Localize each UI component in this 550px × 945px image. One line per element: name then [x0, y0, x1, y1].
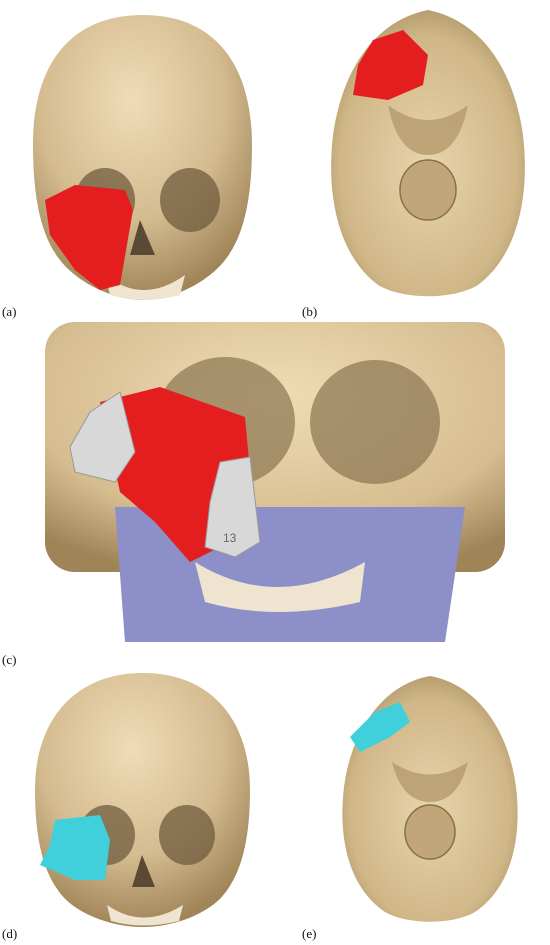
skull-closeup-c-figure: 13: [45, 322, 505, 642]
foramen-magnum-area: [399, 159, 457, 221]
skull-base-e-figure: [342, 676, 518, 922]
panel-label-a: (a): [2, 304, 17, 319]
panel-e-inferior-implant: [330, 672, 530, 927]
panel-c-closeup: 13: [45, 322, 505, 647]
panel-d-frontal-implant: [15, 665, 270, 930]
left-fixation-plate: [69, 391, 136, 483]
skull-base-b-figure: [331, 10, 525, 297]
panel-b-inferior-defect: [318, 5, 538, 300]
left-orbit-c: [310, 360, 440, 484]
central-skull-base-e: [392, 762, 468, 802]
nasal-aperture-d: [132, 855, 155, 887]
teeth: [105, 275, 185, 300]
right-fixation-plate: [204, 456, 261, 558]
left-orbit-d: [159, 805, 215, 865]
panel-label-e: (e): [302, 926, 317, 941]
central-skull-base: [388, 105, 468, 155]
foramen-magnum-area-e: [404, 804, 456, 860]
cranium-d: [35, 673, 250, 927]
panel-label-c: (c): [2, 652, 17, 667]
panel-label-b: (b): [302, 304, 318, 319]
left-orbit: [160, 168, 220, 232]
red-defect-region: [45, 185, 133, 290]
cranium: [33, 15, 252, 300]
red-defect-region-base: [353, 30, 428, 100]
panel-a-frontal-defect: [15, 5, 270, 305]
cyan-implant-base: [350, 702, 410, 752]
nasal-aperture: [130, 220, 155, 255]
teeth-d: [107, 905, 183, 926]
upper-teeth: [195, 562, 365, 612]
skull-frontal-d-figure: [35, 673, 250, 927]
skull-frontal-a-figure: [33, 15, 252, 300]
cyan-implant: [40, 815, 110, 880]
panel-label-d: (d): [2, 926, 18, 941]
plate-marking: 13: [223, 531, 237, 545]
